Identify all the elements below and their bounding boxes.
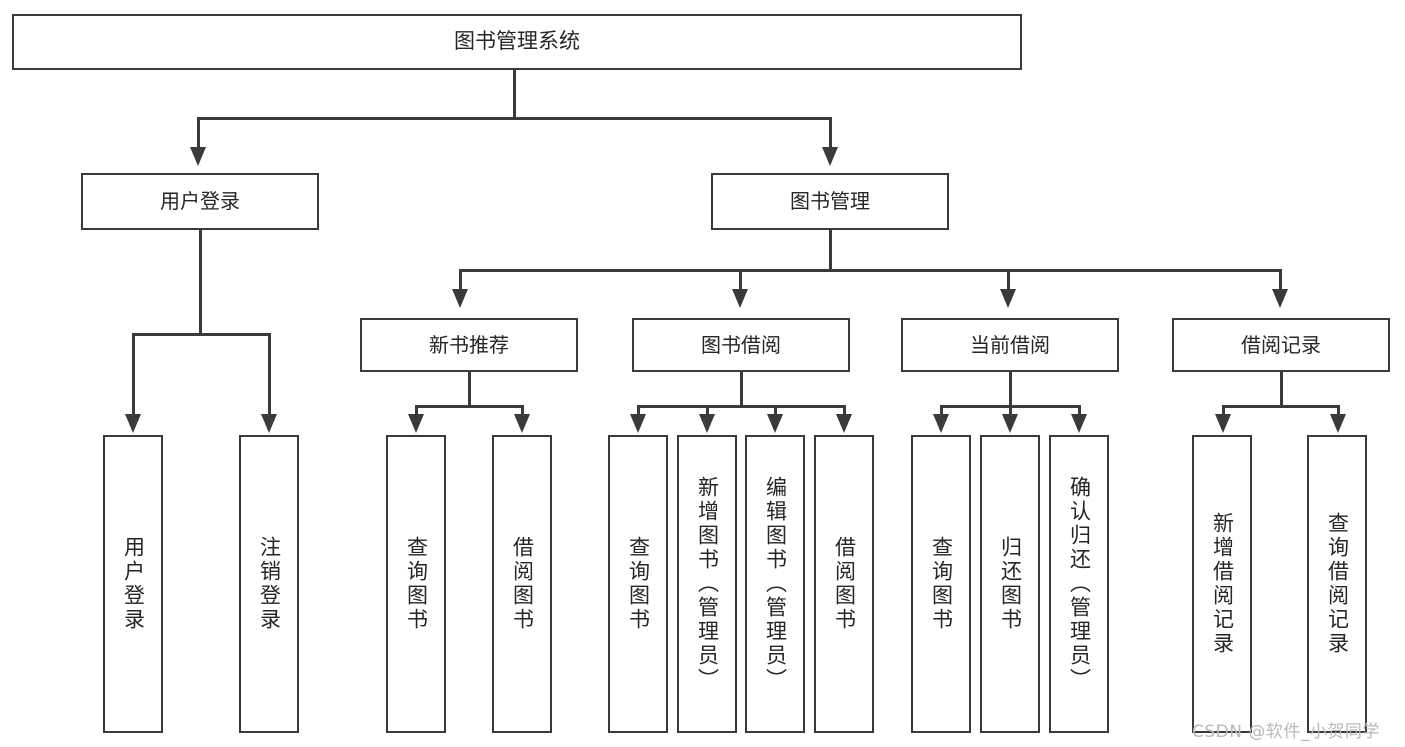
connector-user-login-bus xyxy=(132,333,270,336)
connector-book-manage-drop-3 xyxy=(1007,269,1010,291)
connector-book-manage-drop-1 xyxy=(459,269,462,291)
arrowhead-borrow-record-leaf-1 xyxy=(1215,414,1231,433)
connector-root-to-book-manage xyxy=(829,117,832,149)
connector-book-borrow-drop-2 xyxy=(706,405,709,417)
node-book-borrow[interactable]: 图书借阅 xyxy=(632,318,850,372)
connector-book-manage-stem xyxy=(829,230,832,272)
leaf-current-return-book[interactable]: 归还图书 xyxy=(980,435,1040,733)
leaf-newbook-borrow-book[interactable]: 借阅图书 xyxy=(492,435,552,733)
arrowhead-book-borrow-leaf-2 xyxy=(699,414,715,433)
arrowhead-book-manage-child-1 xyxy=(452,289,468,308)
node-borrow-record[interactable]: 借阅记录 xyxy=(1172,318,1390,372)
leaf-borrow-add-book-admin[interactable]: 新增图书（管理员） xyxy=(677,435,737,733)
arrowhead-current-borrow-leaf-1 xyxy=(933,414,949,433)
arrowhead-book-borrow-leaf-1 xyxy=(630,414,646,433)
connector-borrow-record-drop-1 xyxy=(1222,405,1225,417)
connector-new-book-bus xyxy=(415,405,522,408)
connector-book-borrow-drop-1 xyxy=(637,405,640,417)
connector-book-manage-bus xyxy=(459,269,1281,272)
arrowhead-book-borrow-leaf-4 xyxy=(836,414,852,433)
arrowhead-book-manage-child-3 xyxy=(1000,289,1016,308)
node-label: 新书推荐 xyxy=(429,332,509,357)
connector-user-login-drop-1 xyxy=(132,333,135,416)
connector-borrow-record-drop-2 xyxy=(1337,405,1340,417)
connector-book-manage-drop-2 xyxy=(739,269,742,291)
connector-user-login-drop-2 xyxy=(268,333,271,416)
node-user-login[interactable]: 用户登录 xyxy=(81,173,319,230)
connector-current-borrow-drop-3 xyxy=(1078,405,1081,417)
node-root-system[interactable]: 图书管理系统 xyxy=(12,14,1022,70)
leaf-label: 借阅图书 xyxy=(832,536,857,632)
arrowhead-user-login-leaf-1 xyxy=(125,414,141,433)
arrowhead-new-book-leaf-2 xyxy=(514,414,530,433)
node-new-book-recommend[interactable]: 新书推荐 xyxy=(360,318,578,372)
connector-book-borrow-drop-4 xyxy=(843,405,846,417)
node-label: 借阅记录 xyxy=(1241,332,1321,357)
node-label: 图书管理系统 xyxy=(454,29,580,54)
arrowhead-book-borrow-leaf-3 xyxy=(767,414,783,433)
leaf-label: 查询图书 xyxy=(929,536,954,632)
leaf-label: 确认归还（管理员） xyxy=(1067,476,1092,692)
leaf-current-confirm-return-admin[interactable]: 确认归还（管理员） xyxy=(1049,435,1109,733)
leaf-label: 新增图书（管理员） xyxy=(695,476,720,692)
leaf-record-add-borrow-record[interactable]: 新增借阅记录 xyxy=(1192,435,1252,733)
arrowhead-current-borrow-leaf-3 xyxy=(1071,414,1087,433)
leaf-current-query-book[interactable]: 查询图书 xyxy=(911,435,971,733)
leaf-logout[interactable]: 注销登录 xyxy=(239,435,299,733)
leaf-label: 查询图书 xyxy=(626,536,651,632)
leaf-borrow-borrow-book[interactable]: 借阅图书 xyxy=(814,435,874,733)
leaf-borrow-query-book[interactable]: 查询图书 xyxy=(608,435,668,733)
leaf-label: 查询图书 xyxy=(404,536,429,632)
connector-new-book-stem xyxy=(468,372,471,407)
node-label: 图书管理 xyxy=(790,189,870,214)
arrowhead-book-manage-child-4 xyxy=(1272,289,1288,308)
arrowhead-current-borrow-leaf-2 xyxy=(1002,414,1018,433)
leaf-label: 用户登录 xyxy=(121,536,146,632)
connector-root-to-user-login xyxy=(197,117,200,149)
connector-current-borrow-stem xyxy=(1009,372,1012,407)
node-book-management[interactable]: 图书管理 xyxy=(711,173,949,230)
leaf-label: 查询借阅记录 xyxy=(1325,512,1350,656)
connector-borrow-record-stem xyxy=(1280,372,1283,407)
arrowhead-user-login-leaf-2 xyxy=(261,414,277,433)
connector-current-borrow-drop-2 xyxy=(1009,405,1012,417)
connector-borrow-record-bus xyxy=(1222,405,1338,408)
leaf-label: 借阅图书 xyxy=(510,536,535,632)
connector-new-book-drop-1 xyxy=(415,405,418,417)
connector-book-borrow-stem xyxy=(740,372,743,407)
leaf-label: 新增借阅记录 xyxy=(1210,512,1235,656)
node-current-borrow[interactable]: 当前借阅 xyxy=(901,318,1119,372)
connector-book-borrow-bus xyxy=(637,405,845,408)
connector-book-manage-drop-4 xyxy=(1279,269,1282,291)
arrowhead-root-to-book-manage xyxy=(822,147,838,166)
arrowhead-root-to-user-login xyxy=(190,147,206,166)
leaf-label: 注销登录 xyxy=(257,536,282,632)
connector-root-bus xyxy=(197,117,831,120)
leaf-newbook-query-book[interactable]: 查询图书 xyxy=(386,435,446,733)
leaf-label: 归还图书 xyxy=(998,536,1023,632)
leaf-label: 编辑图书（管理员） xyxy=(763,476,788,692)
connector-book-borrow-drop-3 xyxy=(774,405,777,417)
node-label: 当前借阅 xyxy=(970,332,1050,357)
connector-root-stem xyxy=(513,70,516,118)
arrowhead-borrow-record-leaf-2 xyxy=(1330,414,1346,433)
connector-new-book-drop-2 xyxy=(521,405,524,417)
leaf-borrow-edit-book-admin[interactable]: 编辑图书（管理员） xyxy=(745,435,805,733)
leaf-user-login[interactable]: 用户登录 xyxy=(103,435,163,733)
arrowhead-book-manage-child-2 xyxy=(732,289,748,308)
node-label: 用户登录 xyxy=(160,189,240,214)
connector-current-borrow-drop-1 xyxy=(940,405,943,417)
arrowhead-new-book-leaf-1 xyxy=(408,414,424,433)
leaf-record-query-borrow-record[interactable]: 查询借阅记录 xyxy=(1307,435,1367,733)
node-label: 图书借阅 xyxy=(701,332,781,357)
connector-user-login-stem xyxy=(199,230,202,336)
